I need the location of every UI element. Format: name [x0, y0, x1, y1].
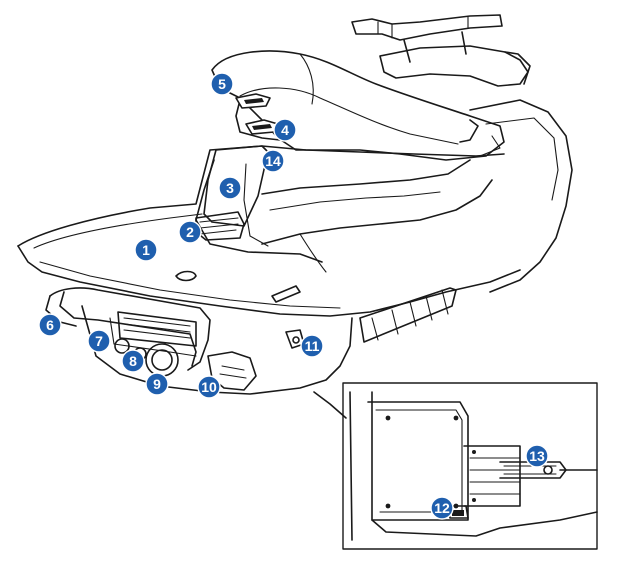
callout-4: 4: [273, 118, 297, 142]
callout-1: 1: [134, 238, 158, 262]
detail-inset: [342, 382, 598, 550]
callout-8-label: 8: [129, 353, 137, 369]
callout-6: 6: [38, 313, 62, 337]
callout-7-label: 7: [95, 333, 103, 349]
callout-11: 11: [300, 334, 324, 358]
callout-13: 13: [525, 444, 549, 468]
callout-9-label: 9: [153, 376, 161, 392]
watercraft-hull-drawing: [17, 14, 573, 419]
callout-5-label: 5: [218, 76, 226, 92]
callout-5: 5: [210, 72, 234, 96]
callout-7: 7: [87, 329, 111, 353]
callout-9: 9: [145, 372, 169, 396]
callout-2: 2: [178, 220, 202, 244]
callout-4-label: 4: [281, 122, 289, 138]
callout-12: 12: [430, 496, 454, 520]
callout-3: 3: [218, 176, 242, 200]
callouts: 1 2 3 4 5 6 7 8: [38, 72, 549, 520]
callout-1-label: 1: [142, 242, 150, 258]
callout-10-label: 10: [201, 379, 217, 395]
callout-8: 8: [121, 349, 145, 373]
callout-14: 14: [261, 149, 285, 173]
callout-14-label: 14: [265, 153, 281, 169]
callout-6-label: 6: [46, 317, 54, 333]
callout-3-label: 3: [226, 180, 234, 196]
callout-11-label: 11: [305, 338, 320, 354]
callout-12-label: 12: [434, 500, 450, 516]
callout-10: 10: [197, 375, 221, 399]
callout-2-label: 2: [186, 224, 194, 240]
callout-13-label: 13: [529, 448, 545, 464]
